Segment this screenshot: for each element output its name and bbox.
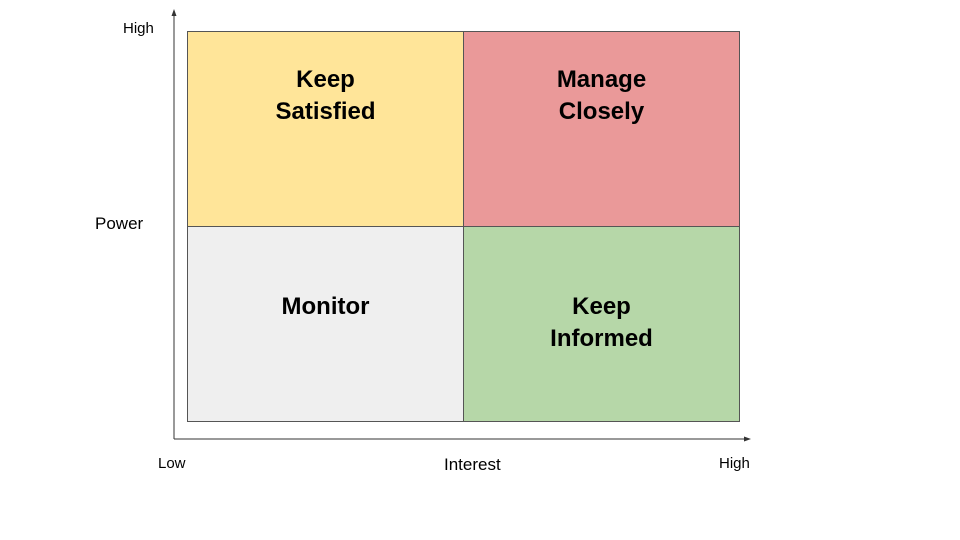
quadrant-label-monitor: Monitor	[281, 293, 370, 320]
quadrant-keep-informed: Keep Informed	[463, 226, 740, 422]
quadrant-monitor: Monitor	[187, 226, 464, 422]
y-axis-title: Power	[95, 214, 144, 233]
x-axis-low-label: Low	[158, 455, 186, 472]
x-axis-arrow-icon	[744, 436, 751, 442]
quadrant-label-manage-closely: Manage Closely	[556, 66, 647, 125]
y-axis-high-label: High	[123, 20, 154, 37]
x-axis-title: Interest	[444, 455, 501, 474]
quadrant-label-keep-informed: Keep Informed	[550, 293, 653, 352]
x-axis-high-label: High	[719, 455, 750, 472]
quadrant-label-keep-satisfied: Keep Satisfied	[275, 66, 376, 125]
quadrant-manage-closely: Manage Closely	[463, 31, 740, 227]
quadrant-keep-satisfied: Keep Satisfied	[187, 31, 464, 227]
y-axis-arrow-icon	[171, 9, 177, 16]
